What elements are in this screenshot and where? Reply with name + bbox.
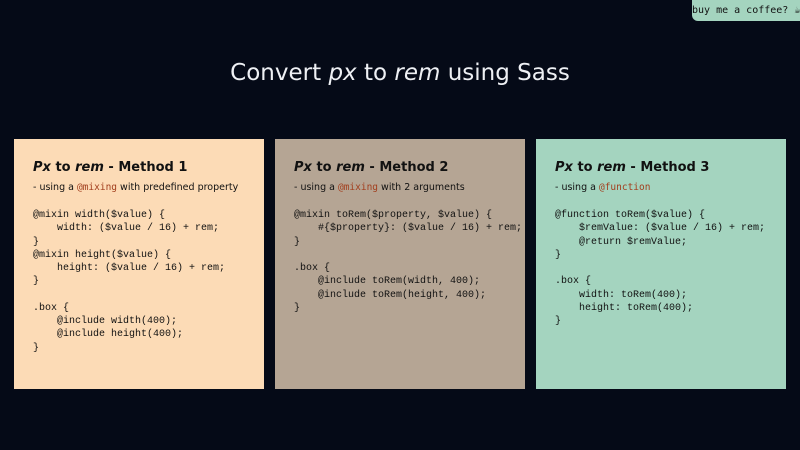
card-title-rem: rem xyxy=(336,160,365,175)
card-subtitle-prefix: - using a xyxy=(33,182,77,193)
code-block: @mixin width($value) { width: ($value / … xyxy=(33,210,226,354)
card-title-px: Px xyxy=(294,160,312,175)
page-title-px: px xyxy=(328,60,357,86)
card-subtitle-prefix: - using a xyxy=(555,182,599,193)
card-subtitle-code: @mixing xyxy=(337,182,379,193)
card-title-to: to xyxy=(311,160,337,175)
buy-coffee-button[interactable]: buy me a coffee? ☕ xyxy=(692,0,800,21)
card-subtitle: - using a @mixing with predefined proper… xyxy=(33,181,246,194)
page-title: Convert px to rem using Sass xyxy=(0,60,800,86)
card-title-to: to xyxy=(50,160,76,175)
card-title-method: - Method 2 xyxy=(364,160,449,175)
card-title-px: Px xyxy=(555,160,573,175)
card-subtitle-suffix: with predefined property xyxy=(117,182,239,193)
method-3-card: Px to rem - Method 3 - using a @function… xyxy=(536,139,786,389)
card-subtitle-suffix: with 2 arguments xyxy=(378,182,465,193)
card-subtitle-code: @mixing xyxy=(76,182,118,193)
card-title: Px to rem - Method 2 xyxy=(294,159,507,176)
method-2-card: Px to rem - Method 2 - using a @mixing w… xyxy=(275,139,525,389)
card-subtitle: - using a @mixing with 2 arguments xyxy=(294,181,507,194)
card-title-px: Px xyxy=(33,160,51,175)
page-title-suffix: using Sass xyxy=(440,60,570,86)
code-block: @mixin toRem($property, $value) { #{$pro… xyxy=(294,210,523,314)
card-title-rem: rem xyxy=(597,160,626,175)
card-title-method: - Method 1 xyxy=(103,160,188,175)
card-subtitle: - using a @function xyxy=(555,181,768,194)
card-title-to: to xyxy=(572,160,598,175)
page-title-to: to xyxy=(356,60,395,86)
card-subtitle-prefix: - using a xyxy=(294,182,338,193)
method-1-card: Px to rem - Method 1 - using a @mixing w… xyxy=(14,139,264,389)
card-title-method: - Method 3 xyxy=(625,160,710,175)
card-title: Px to rem - Method 1 xyxy=(33,159,246,176)
card-subtitle-code: @function xyxy=(598,182,651,193)
card-title: Px to rem - Method 3 xyxy=(555,159,768,176)
code-block: @function toRem($value) { $remValue: ($v… xyxy=(555,210,766,327)
card-title-rem: rem xyxy=(75,160,104,175)
page-title-rem: rem xyxy=(394,60,441,86)
page-title-prefix: Convert xyxy=(230,60,329,86)
